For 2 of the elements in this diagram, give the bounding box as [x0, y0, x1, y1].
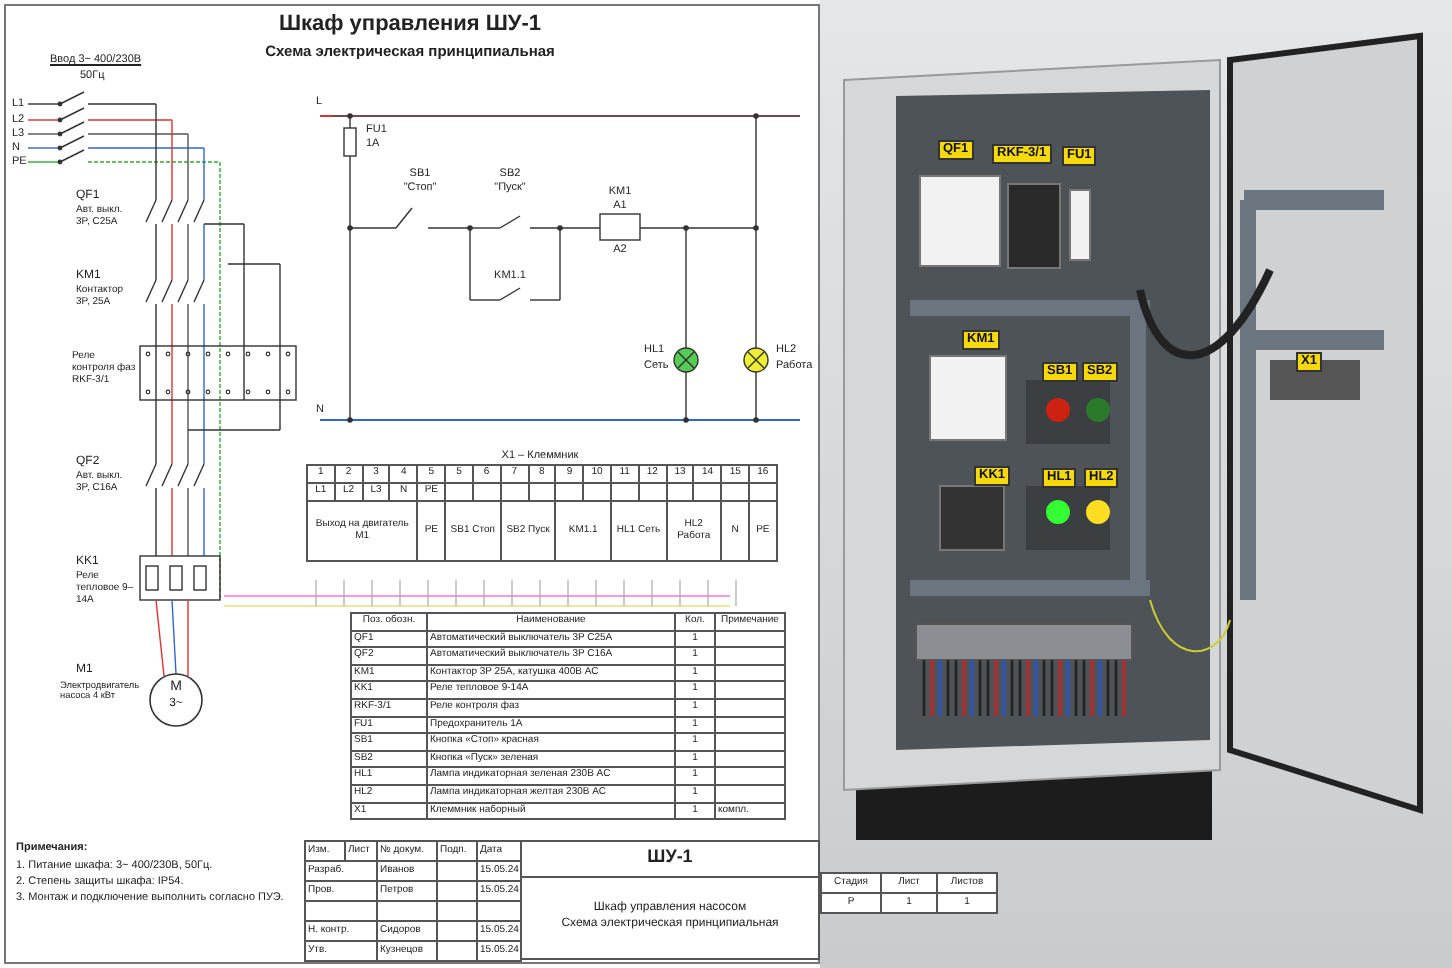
- drawing-code: ШУ-1: [647, 846, 693, 867]
- title: Шкаф управления ШУ-1: [278, 12, 542, 38]
